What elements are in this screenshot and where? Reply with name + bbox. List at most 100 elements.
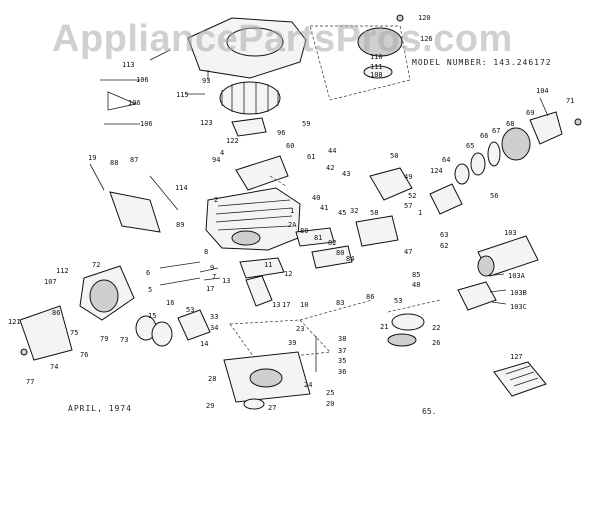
part-callout: 13 bbox=[222, 277, 231, 285]
part-callout: 1 bbox=[418, 209, 423, 217]
deflector-plate bbox=[235, 155, 289, 191]
starter-cup bbox=[357, 27, 403, 57]
part-callout: 32 bbox=[350, 207, 359, 215]
part-callout: 27 bbox=[268, 404, 277, 412]
part-callout: 20 bbox=[326, 400, 335, 408]
part-callout: 88 bbox=[110, 159, 119, 167]
part-callout: 43 bbox=[342, 170, 351, 178]
model-number: MODEL NUMBER: 143.246172 bbox=[412, 58, 552, 67]
flywheel-fins bbox=[221, 82, 279, 114]
part-callout: 106 bbox=[140, 120, 153, 128]
part-callout: 115 bbox=[176, 91, 189, 99]
part-callout: 26 bbox=[432, 339, 441, 347]
cylinder-fins bbox=[215, 199, 293, 231]
part-callout: 33 bbox=[210, 313, 219, 321]
part-callout: 106 bbox=[128, 99, 141, 107]
part-callout: 23 bbox=[296, 325, 305, 333]
part-callout: 2 bbox=[214, 196, 219, 204]
part-callout: 75 bbox=[70, 329, 79, 337]
wire-114 bbox=[149, 175, 179, 211]
part-callout: 64 bbox=[442, 156, 451, 164]
parts-bag-lines bbox=[505, 365, 539, 387]
part-callout: 12 bbox=[284, 270, 293, 278]
plate-74 bbox=[19, 305, 73, 361]
part-callout: 48 bbox=[412, 281, 421, 289]
part-callout: 57 bbox=[404, 202, 413, 210]
part-callout: 21 bbox=[380, 323, 389, 331]
part-callout: 120 bbox=[418, 14, 431, 22]
part-callout: 10 bbox=[300, 301, 309, 309]
part-callout: 47 bbox=[404, 248, 413, 256]
crankshaft bbox=[245, 275, 273, 307]
part-callout: 40 bbox=[312, 194, 321, 202]
part-callout: 29 bbox=[206, 402, 215, 410]
knob-71 bbox=[574, 118, 582, 126]
gasket-65 bbox=[470, 152, 486, 176]
part-callout: 66 bbox=[480, 132, 489, 140]
part-callout: 53 bbox=[394, 297, 403, 305]
part-callout: 76 bbox=[80, 351, 89, 359]
part-callout: 14 bbox=[200, 340, 209, 348]
valve-parts bbox=[159, 261, 221, 286]
part-callout: 13 bbox=[272, 301, 281, 309]
part-callout: 44 bbox=[328, 147, 337, 155]
part-callout: 59 bbox=[302, 120, 311, 128]
part-callout: 121 bbox=[8, 318, 21, 326]
part-callout: 107 bbox=[44, 278, 57, 286]
gasket-14 bbox=[177, 309, 211, 341]
part-callout: 103 bbox=[504, 229, 517, 237]
part-callout: 114 bbox=[175, 184, 188, 192]
part-callout: 53 bbox=[186, 306, 195, 314]
part-callout: 6 bbox=[146, 269, 151, 277]
part-callout: 84 bbox=[346, 255, 355, 263]
part-callout: 25 bbox=[326, 389, 335, 397]
part-callout: 80 bbox=[300, 227, 309, 235]
gasket-23-outline bbox=[229, 319, 331, 361]
air-cleaner-cover bbox=[529, 111, 563, 145]
part-callout: 7 bbox=[212, 273, 217, 281]
part-callout: 86 bbox=[366, 293, 375, 301]
part-callout: 86 bbox=[52, 309, 61, 317]
part-callout: 16 bbox=[166, 299, 175, 307]
part-callout: 82 bbox=[328, 239, 337, 247]
housing-opening bbox=[226, 27, 284, 57]
parts-bag-127 bbox=[493, 361, 547, 397]
part-callout: 42 bbox=[326, 164, 335, 172]
part-callout: 62 bbox=[440, 242, 449, 250]
part-callout: 87 bbox=[130, 156, 139, 164]
part-callout: 39 bbox=[288, 339, 297, 347]
washer bbox=[363, 65, 393, 79]
part-callout: 111 bbox=[370, 63, 383, 71]
part-callout: 89 bbox=[176, 221, 185, 229]
part-callout: 103B bbox=[510, 289, 527, 297]
part-callout: 49 bbox=[404, 173, 413, 181]
carburetor bbox=[429, 183, 463, 215]
part-callout: 61 bbox=[307, 153, 316, 161]
part-callout: 74 bbox=[50, 363, 59, 371]
part-callout: 68 bbox=[506, 120, 515, 128]
part-callout: 60 bbox=[286, 142, 295, 150]
part-callout: 4 bbox=[220, 149, 225, 157]
part-callout: 77 bbox=[26, 378, 35, 386]
part-callout: 112 bbox=[56, 267, 69, 275]
part-callout: 83 bbox=[336, 299, 345, 307]
part-callout: 96 bbox=[277, 129, 286, 137]
exhaust-elbow bbox=[457, 281, 497, 311]
part-callout: 123 bbox=[200, 119, 213, 127]
screw-19 bbox=[89, 163, 105, 191]
part-callout: 79 bbox=[100, 335, 109, 343]
part-callout: 34 bbox=[210, 324, 219, 332]
part-callout: 65 bbox=[466, 142, 475, 150]
throttle-lever bbox=[355, 215, 399, 247]
part-callout: 73 bbox=[120, 336, 129, 344]
seal-15b bbox=[151, 321, 173, 347]
reed-valve bbox=[311, 245, 353, 269]
cylinder-bore bbox=[231, 230, 261, 246]
bracket-87 bbox=[109, 191, 161, 233]
part-callout: 63 bbox=[440, 231, 449, 239]
part-callout: 122 bbox=[226, 137, 239, 145]
part-callout: 1 bbox=[290, 207, 295, 215]
part-callout: 8 bbox=[204, 248, 209, 256]
part-callout: 52 bbox=[408, 192, 417, 200]
